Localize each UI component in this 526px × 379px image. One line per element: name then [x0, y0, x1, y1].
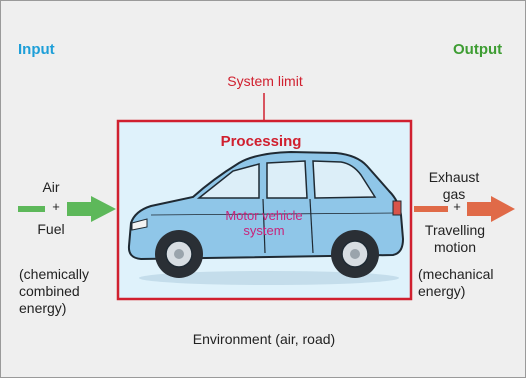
output-motion-label: Travelling motion — [424, 222, 486, 255]
car-illustration — [127, 150, 405, 285]
output-arrow — [414, 196, 515, 222]
input-arrow — [18, 196, 116, 222]
input-energy-label: (chemically combined energy) — [19, 266, 90, 316]
environment-label: Environment (air, road) — [192, 331, 336, 347]
output-plus-sign: + — [453, 199, 461, 214]
input-fuel-label: Fuel — [37, 221, 65, 237]
input-heading: Input — [18, 41, 55, 58]
processing-title: Processing — [220, 133, 302, 150]
output-exhaust-label: Exhaust gas — [428, 169, 480, 202]
input-plus-sign: + — [52, 199, 60, 214]
system-limit-label: System limit — [227, 73, 303, 89]
output-heading: Output — [453, 41, 503, 58]
output-energy-label: (mechanical energy) — [418, 266, 494, 299]
system-label: Motor vehicle system — [225, 208, 303, 238]
input-air-label: Air — [42, 179, 60, 195]
